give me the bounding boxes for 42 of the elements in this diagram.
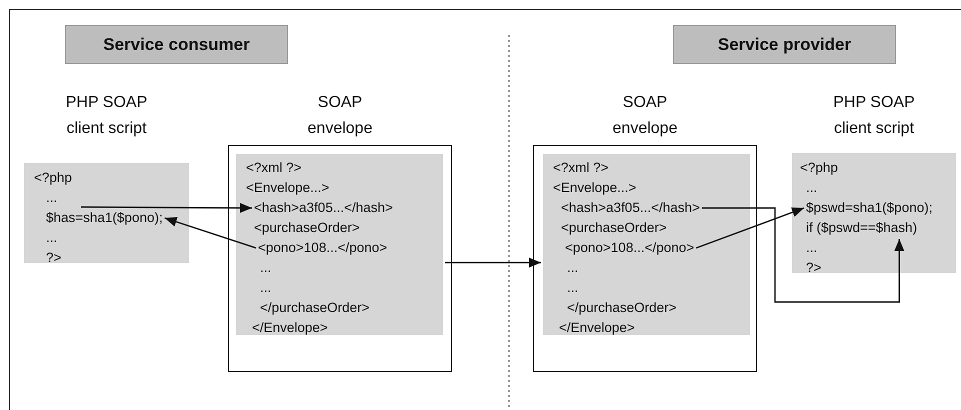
code-line: $pswd=sha1($pono); — [806, 198, 932, 218]
code-line: </Envelope> — [252, 318, 328, 338]
code-line: <?php — [34, 168, 72, 188]
code-line: <hash>a3f05...</hash> — [254, 198, 393, 218]
column-heading: PHP SOAP client script — [832, 93, 916, 139]
code-panel — [543, 154, 750, 335]
code-line: ... — [806, 178, 818, 198]
code-line: ... — [260, 258, 272, 278]
column-heading: SOAP envelope — [306, 93, 374, 139]
arrow — [445, 258, 541, 268]
code-line: </purchaseOrder> — [260, 298, 370, 318]
code-line: <purchaseOrder> — [561, 218, 667, 238]
column-heading: PHP SOAP client script — [64, 93, 148, 139]
code-line: if ($pswd==$hash) — [806, 218, 918, 238]
code-line: ?> — [806, 258, 822, 278]
arrow — [696, 207, 804, 249]
code-line: <purchaseOrder> — [254, 218, 360, 238]
code-line: </purchaseOrder> — [567, 298, 677, 318]
code-line: <?php — [800, 158, 838, 178]
code-line: ... — [46, 188, 58, 208]
code-line: ... — [260, 278, 272, 298]
code-line: ... — [567, 258, 578, 278]
section-header: Service consumer — [65, 25, 288, 64]
code-line: ... — [806, 238, 818, 258]
column-heading: SOAP envelope — [612, 93, 678, 139]
code-line: <pono>108...</pono> — [565, 238, 694, 258]
code-line: <?xml ?> — [246, 158, 302, 178]
code-line: <Envelope...> — [553, 178, 636, 198]
code-panel — [236, 154, 443, 335]
code-line: $has=sha1($pono); — [46, 208, 163, 228]
code-line: <?xml ?> — [553, 158, 609, 178]
arrow — [81, 202, 252, 213]
section-header: Service provider — [673, 25, 896, 64]
code-line: <pono>108...</pono> — [258, 238, 388, 258]
arrow — [702, 207, 904, 303]
code-line: </Envelope> — [559, 318, 635, 338]
code-line: ... — [567, 278, 578, 298]
code-line: <Envelope...> — [246, 178, 330, 198]
code-line: ?> — [46, 248, 62, 268]
code-line: <hash>a3f05...</hash> — [561, 198, 700, 218]
code-line: ... — [46, 228, 58, 248]
arrow — [164, 217, 256, 249]
